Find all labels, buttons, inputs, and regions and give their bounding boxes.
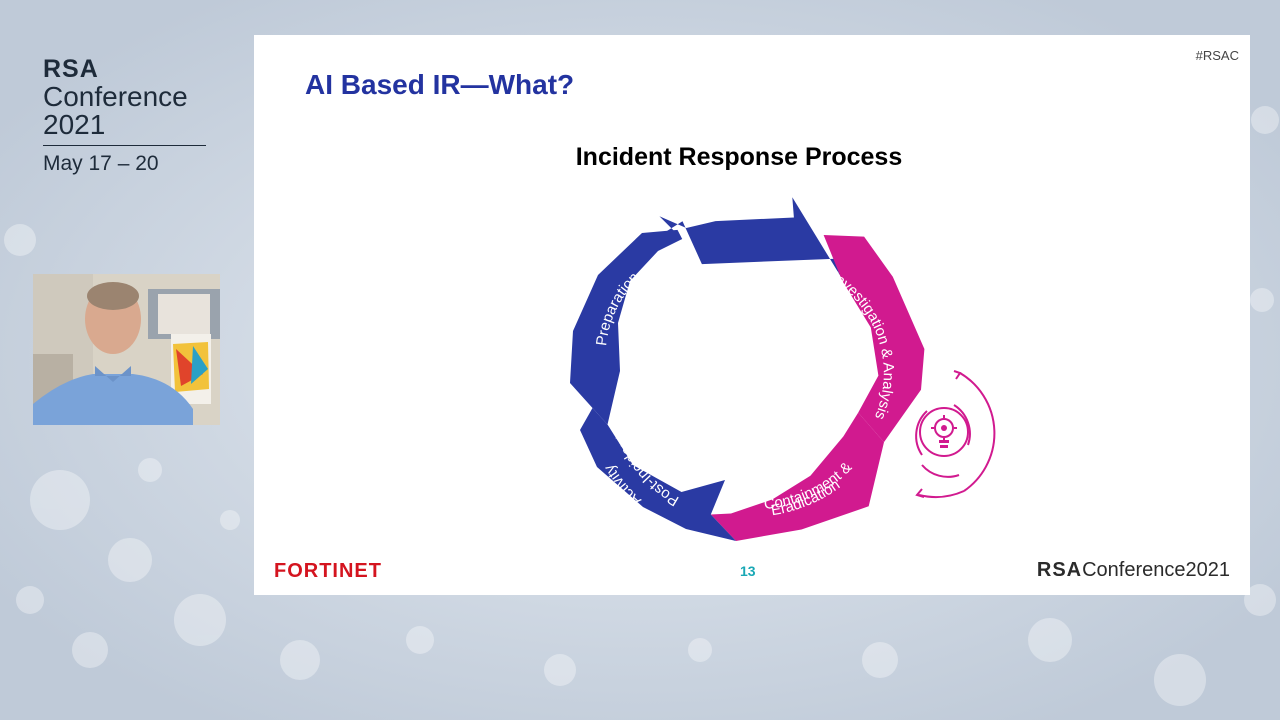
presentation-slide: #RSAC AI Based IR—What? Incident Respons… [254,35,1250,595]
speaker-webcam-video [33,274,220,425]
diagram-title: Incident Response Process [575,143,903,171]
rsac-hashtag: #RSAC [1195,48,1239,63]
detection-arrow [639,197,843,280]
cycle-segment-detection [639,197,843,280]
cycle-segment-post-incident [580,408,736,541]
conference-year: 2021 [43,109,106,140]
rsac-footer-conference: Conference2021 [1082,559,1230,581]
lightbulb-gear-icon [919,407,969,457]
post-incident-arrow [580,408,736,541]
detection-label: Detection [703,190,777,215]
rsac-footer-rsa: RSA [1036,559,1083,581]
conference-label: Conference [43,81,188,112]
rsa-wordmark: RSA [43,55,99,83]
fortinet-wordmark: FORTINET [274,560,382,582]
rsac-footer-logo: RSAConference2021 [1037,559,1230,582]
conference-dates: May 17 – 20 [43,152,159,175]
slide-title: AI Based IR—What? [305,69,575,100]
preparation-arrow [570,229,683,425]
page-number: 13 [740,563,756,579]
cycle-segment-preparation [570,229,683,425]
brand-divider [43,145,206,146]
cycle-segment-investigation [823,235,925,443]
cycle-segment-containment [710,412,884,541]
incident-response-cycle: Detection Investigation & Analysis Conta… [570,190,996,541]
svg-text:FORTINET: FORTINET [274,560,382,580]
speaker-video-frame [33,274,220,425]
fortinet-logo: FORTINET [274,560,416,585]
investigation-arrow [823,235,925,443]
containment-arrow [710,412,884,541]
rsa-conference-branding: RSA Conference 2021 May 17 – 20 [43,56,206,176]
feedback-loop-arrows [915,370,996,498]
